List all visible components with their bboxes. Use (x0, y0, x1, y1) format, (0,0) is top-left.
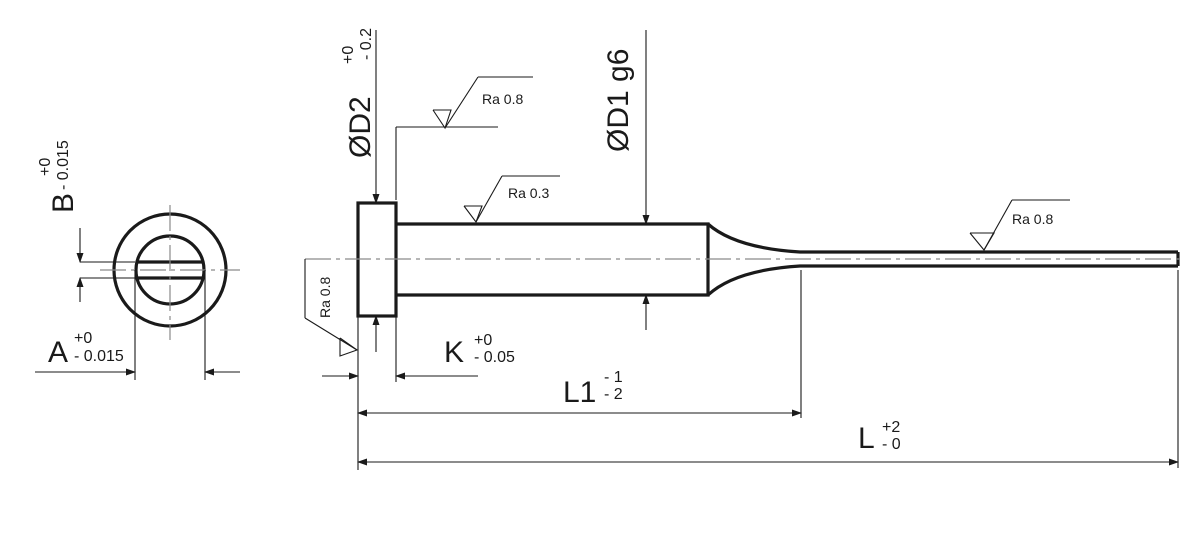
roughness-symbol-pin: Ra 0.8 (969, 199, 1070, 251)
dim-a-upper: +0 (74, 330, 92, 347)
dim-k-upper: +0 (474, 332, 492, 349)
end-view: B +0 - 0.015 A +0 - 0.015 (35, 140, 240, 380)
dim-l-upper: +2 (882, 419, 900, 436)
dim-d1-label: ØD1 g6 (602, 49, 635, 152)
dim-d2-upper: +0 (340, 46, 357, 64)
dim-l1-lower: - 2 (604, 386, 623, 403)
dim-l1-label: L1 (563, 376, 596, 409)
dim-d2-label: ØD2 (344, 96, 377, 158)
dim-l-label: L (858, 422, 875, 455)
dim-k-label: K (444, 336, 464, 369)
dim-k-lower: - 0.05 (474, 349, 515, 366)
ra-head-face-label: Ra 0.8 (317, 277, 333, 318)
pin-taper-top (706, 222, 1178, 254)
dim-l1-upper: - 1 (604, 369, 623, 386)
roughness-symbol-head-top: Ra 0.8 (396, 76, 533, 130)
roughness-symbol-head-face: Ra 0.8 (304, 259, 359, 357)
dim-b-lower: - 0.015 (55, 140, 72, 190)
ra-shank-label: Ra 0.3 (508, 185, 549, 201)
pin-taper-bottom (706, 264, 1178, 297)
dim-b-upper: +0 (37, 158, 54, 176)
dim-a-label: A (48, 336, 68, 369)
dim-a-lower: - 0.015 (74, 348, 124, 365)
dim-d2-lower: - 0.2 (358, 28, 375, 60)
dim-b-label: B (47, 193, 80, 213)
dim-l-lower: - 0 (882, 436, 901, 453)
roughness-symbol-shank: Ra 0.3 (463, 175, 560, 224)
ra-head-top-label: Ra 0.8 (482, 91, 523, 107)
side-view: ØD2 +0 - 0.2 Ra 0.8 ØD1 g6 Ra 0.3 Ra 0.8 (304, 28, 1185, 470)
ra-pin-label: Ra 0.8 (1012, 211, 1053, 227)
